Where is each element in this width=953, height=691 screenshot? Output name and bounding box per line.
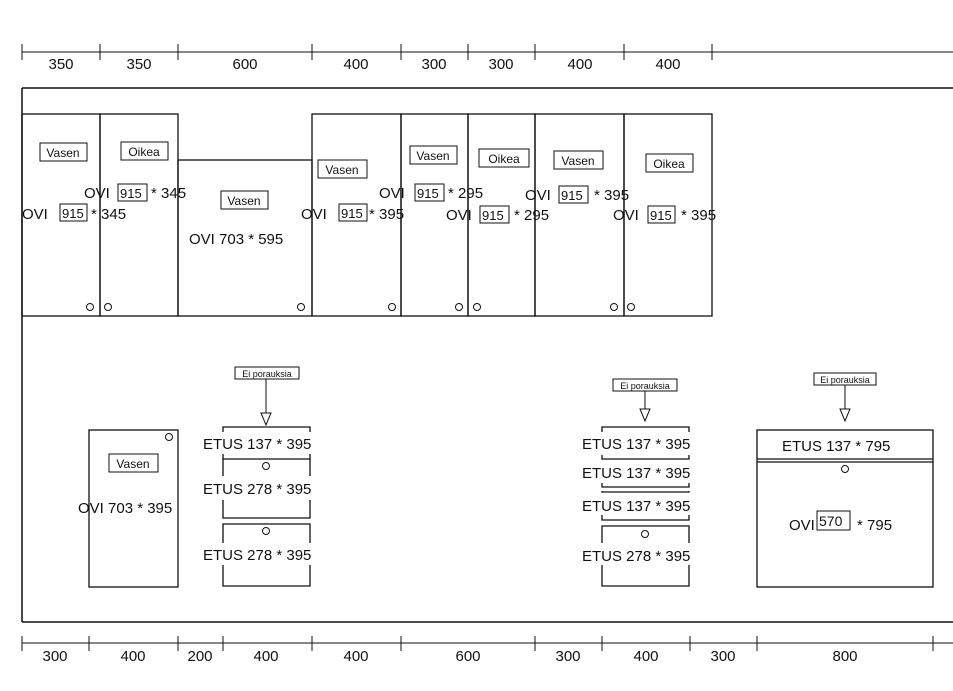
cabinet-side-label: Vasen <box>46 146 79 160</box>
door-height-value: 915 <box>120 186 142 201</box>
door-width-value: * 345 <box>91 206 126 223</box>
cabinet-side-label: Oikea <box>488 152 520 166</box>
bottom-dim-label: 600 <box>455 648 480 665</box>
top-dim-label: 300 <box>488 56 513 73</box>
door-code-ovi: OVI <box>525 187 551 204</box>
door-code-ovi: OVI <box>379 185 405 202</box>
door-width-value: * 345 <box>151 185 186 202</box>
door-size-label: OVI 703 * 595 <box>189 231 283 248</box>
wall-frame <box>21 87 953 623</box>
door-code-ovi: OVI <box>22 206 48 223</box>
drawer-front-label: ETUS 137 * 795 <box>782 438 890 455</box>
no-drill-label: Ei porauksia <box>242 369 292 379</box>
bottom-dim-label: 400 <box>120 648 145 665</box>
door-height-value: 915 <box>561 188 583 203</box>
drawer-front-label: ETUS 137 * 395 <box>203 436 311 453</box>
hinge-holes <box>86 303 635 311</box>
top-dim-label: 300 <box>421 56 446 73</box>
no-drill-label: Ei porauksia <box>820 375 870 385</box>
drawer-front-label: ETUS 137 * 395 <box>582 436 690 453</box>
bottom-dim-label: 200 <box>187 648 212 665</box>
door-height-value: 915 <box>62 206 84 221</box>
right-cabinet-unit <box>756 429 934 588</box>
door-width-value: * 295 <box>514 207 549 224</box>
door-code-ovi: OVI <box>613 207 639 224</box>
cabinet-side-label: Vasen <box>416 149 449 163</box>
no-drill-note-1: Ei porauksia <box>234 366 300 427</box>
no-drill-note-2: Ei porauksia <box>612 378 678 423</box>
door-width-value: * 295 <box>448 185 483 202</box>
door-code-ovi: OVI <box>446 207 472 224</box>
drawer-front-label: ETUS 278 * 395 <box>203 547 311 564</box>
lower-door-left <box>88 429 179 588</box>
door-width-value: * 395 <box>594 187 629 204</box>
drawer-stack-2 <box>601 426 690 587</box>
bottom-dim-label: 400 <box>633 648 658 665</box>
drawer-stack-1 <box>222 426 311 587</box>
bottom-dim-label: 300 <box>710 648 735 665</box>
top-dim-label: 600 <box>232 56 257 73</box>
door-width-value: * 395 <box>369 206 404 223</box>
door-code-ovi: OVI <box>789 517 815 534</box>
cabinet-side-label: Vasen <box>116 457 149 471</box>
door-height-value: 915 <box>341 206 363 221</box>
door-height-value: 915 <box>417 186 439 201</box>
door-number-boxes <box>59 183 676 224</box>
drawer-front-label: ETUS 137 * 395 <box>582 498 690 515</box>
door-height-value: 915 <box>482 208 504 223</box>
cabinet-side-label: Vasen <box>561 154 594 168</box>
top-dim-label: 400 <box>655 56 680 73</box>
drawer-front-label: ETUS 278 * 395 <box>203 481 311 498</box>
cabinet-side-label: Oikea <box>128 145 160 159</box>
upper-cabinet-boxes <box>21 113 713 317</box>
bottom-dim-label: 300 <box>42 648 67 665</box>
top-dim-label: 400 <box>567 56 592 73</box>
door-height-value: 915 <box>650 208 672 223</box>
bottom-dim-label: 300 <box>555 648 580 665</box>
cabinet-side-label: Oikea <box>653 157 685 171</box>
bottom-dim-label: 400 <box>343 648 368 665</box>
door-height-value: 570 <box>819 513 843 529</box>
no-drill-label: Ei porauksia <box>620 381 670 391</box>
top-dim-label: 400 <box>343 56 368 73</box>
bottom-dimension-line <box>21 636 953 651</box>
door-code-ovi: OVI <box>84 185 110 202</box>
cabinet-side-label: Vasen <box>227 194 260 208</box>
bottom-dim-label: 400 <box>253 648 278 665</box>
top-dim-label: 350 <box>48 56 73 73</box>
top-dimension-line <box>21 44 953 60</box>
cabinet-side-label: Vasen <box>325 163 358 177</box>
no-drill-note-3: Ei porauksia <box>813 372 877 423</box>
door-width-value: * 395 <box>681 207 716 224</box>
door-width-value: * 795 <box>857 517 892 534</box>
side-tag-boxes <box>39 141 694 210</box>
door-code-ovi: OVI <box>301 206 327 223</box>
bottom-dim-label: 800 <box>832 648 857 665</box>
drawer-front-label: ETUS 137 * 395 <box>582 465 690 482</box>
top-dim-label: 350 <box>126 56 151 73</box>
drawer-front-label: ETUS 278 * 395 <box>582 548 690 565</box>
door-size-label: OVI 703 * 395 <box>78 500 172 517</box>
